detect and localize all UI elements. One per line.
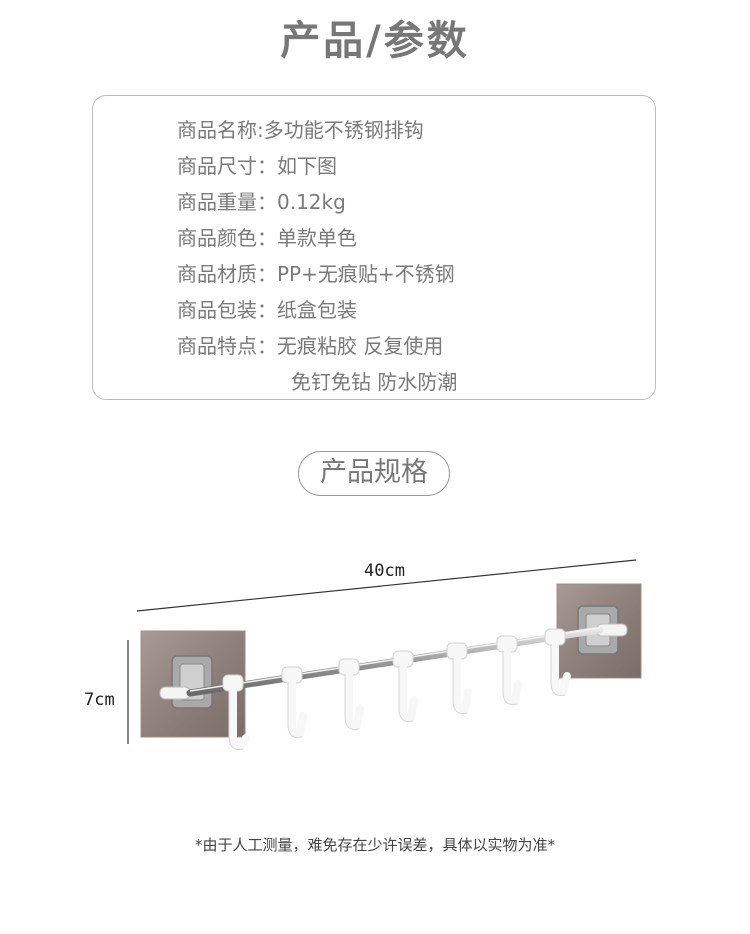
param-row-size: 商品尺寸：如下图 <box>177 150 337 179</box>
hooks <box>222 628 571 751</box>
params-box: 商品名称:多功能不锈钢排钩 商品尺寸：如下图 商品重量：0.12kg 商品颜色：… <box>92 95 656 400</box>
hook-icon <box>496 635 522 706</box>
hook-icon <box>544 628 571 697</box>
param-label: 商品材质： <box>177 262 277 286</box>
hook-icon <box>392 650 418 723</box>
param-value: 0.12kg <box>277 190 346 214</box>
param-value: 免钉免钻 防水防潮 <box>291 370 458 394</box>
param-value: 无痕粘胶 反复使用 <box>277 334 444 358</box>
hook-icon <box>446 642 472 715</box>
hook-icon <box>281 666 307 739</box>
param-value: PP+无痕贴+不锈钢 <box>277 262 455 286</box>
width-dimension-label: 40cm <box>364 561 405 581</box>
param-value: 如下图 <box>277 154 337 178</box>
page-title: 产品/参数 <box>280 18 470 64</box>
param-label: 商品包装： <box>177 298 277 322</box>
param-row-features-cont: 免钉免钻 防水防潮 <box>291 366 457 395</box>
param-row-weight: 商品重量：0.12kg <box>177 186 346 215</box>
disclaimer-note: *由于人工测量，难免存在少许误差，具体以实物为准* <box>194 836 555 854</box>
height-dimension-label: 7cm <box>84 690 115 710</box>
hook-icon <box>222 674 250 751</box>
param-row-name: 商品名称:多功能不锈钢排钩 <box>177 114 424 143</box>
param-label: 商品重量： <box>177 190 277 214</box>
param-label: 商品尺寸： <box>177 154 277 178</box>
param-label: 商品名称: <box>177 118 264 142</box>
param-label: 商品颜色： <box>177 226 277 250</box>
spec-title: 产品规格 <box>298 451 450 496</box>
hook-outlines <box>228 644 566 750</box>
param-value: 纸盒包装 <box>277 298 357 322</box>
param-value: 单款单色 <box>277 226 357 250</box>
hook-icon <box>338 658 364 731</box>
param-row-package: 商品包装：纸盒包装 <box>177 294 357 323</box>
left-adhesive-pad-icon <box>140 630 246 738</box>
param-row-material: 商品材质：PP+无痕贴+不锈钢 <box>177 258 455 287</box>
param-row-features: 商品特点：无痕粘胶 反复使用 <box>177 330 443 359</box>
width-dimension-line <box>136 559 637 612</box>
param-value: 多功能不锈钢排钩 <box>263 118 424 142</box>
param-row-color: 商品颜色：单款单色 <box>177 222 357 251</box>
param-label: 商品特点： <box>177 334 277 358</box>
